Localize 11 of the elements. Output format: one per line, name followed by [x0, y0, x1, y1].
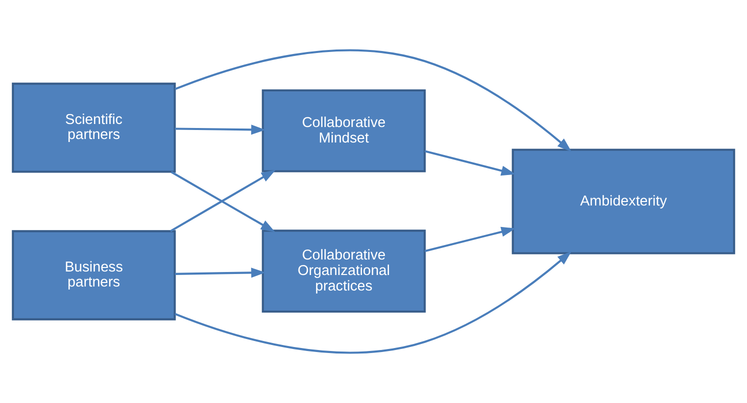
node-box: Scientific partners	[12, 82, 176, 173]
node-box: Collaborative Organizational practices	[262, 230, 426, 313]
node-box: Business partners	[12, 230, 176, 320]
node-box: Collaborative Mindset	[262, 89, 426, 172]
arrow	[424, 226, 516, 252]
arrow	[174, 251, 572, 354]
arrow	[174, 268, 266, 278]
arrow	[424, 150, 516, 176]
arrow	[174, 49, 572, 152]
node-box: Ambidexterity	[512, 148, 736, 254]
arrow	[174, 124, 266, 135]
